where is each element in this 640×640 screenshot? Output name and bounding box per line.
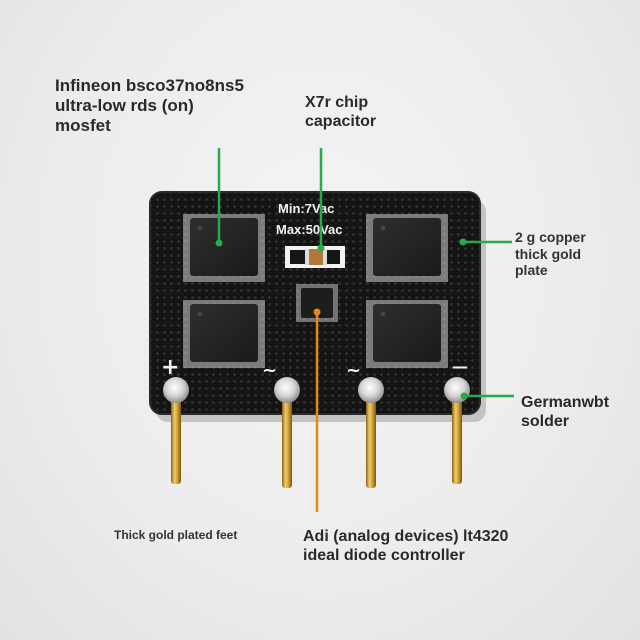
mosfet-bottom-right — [366, 300, 448, 368]
label-feet: Thick gold plated feet — [114, 528, 238, 542]
pin-2 — [274, 377, 300, 488]
mosfet-top-left — [183, 214, 265, 282]
pin-3 — [358, 377, 384, 488]
chip-capacitor — [285, 246, 345, 268]
label-capacitor: X7r chip capacitor — [305, 94, 377, 130]
pin-plus-label: + — [161, 355, 179, 380]
label-solder: Germanwbt solder — [521, 394, 610, 430]
rating-min-text: Min:7Vac — [278, 201, 334, 216]
mosfet-bottom-left — [183, 300, 265, 368]
label-controller: Adi (analog devices) lt4320 ideal diode … — [303, 528, 509, 564]
label-copper: 2 g copper thick gold plate — [515, 229, 586, 279]
pin-4 — [444, 377, 470, 484]
pin-ac2-label: ~ — [346, 360, 361, 381]
rating-max-text: Max:50Vac — [276, 222, 343, 237]
pin-ac1-label: ~ — [262, 360, 277, 381]
pin-minus-label: — — [452, 357, 468, 376]
pin-1 — [163, 377, 189, 484]
label-mosfet: Infineon bsco37no8ns5 ultra-low rds (on)… — [55, 76, 244, 136]
mosfet-top-right — [366, 214, 448, 282]
callout-lines — [215, 148, 514, 512]
